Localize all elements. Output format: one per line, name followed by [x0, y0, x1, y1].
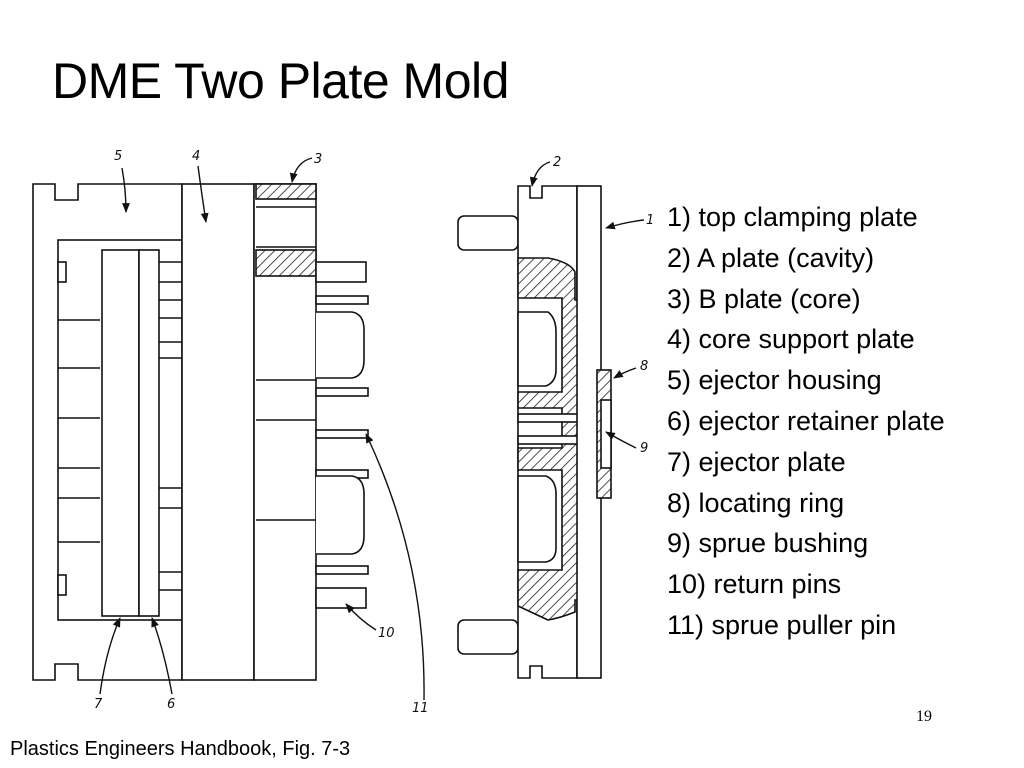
b-plate-left-view	[253, 183, 317, 681]
callout-2: 2	[553, 155, 561, 170]
legend-item: 6) ejector retainer plate	[667, 405, 945, 436]
legend-item: 7) ejector plate	[667, 446, 846, 477]
legend-item: 11) sprue puller pin	[667, 609, 897, 640]
page-number: 19	[916, 708, 932, 725]
legend-item: 8) locating ring	[667, 487, 845, 518]
callout-5: 5	[114, 149, 122, 164]
callout-1: 1	[646, 213, 654, 228]
legend-item: 2) A plate (cavity)	[667, 242, 875, 273]
callout-9: 9	[640, 441, 648, 456]
callout-numbers: 5 4 3 2 1 8 9 10 11 7 6	[94, 149, 654, 716]
parts-legend: 1) top clamping plate 2) A plate (cavity…	[667, 197, 945, 646]
ejector-plates-left-view	[101, 249, 182, 617]
pins-left-view	[315, 261, 369, 609]
callout-3: 3	[314, 152, 322, 167]
legend-item: 3) B plate (core)	[667, 283, 861, 314]
callout-10: 10	[378, 626, 395, 641]
slide-title: DME Two Plate Mold	[52, 53, 509, 109]
legend-item: 5) ejector housing	[667, 365, 882, 396]
callout-6: 6	[167, 697, 175, 712]
callout-leaders	[99, 157, 645, 701]
core-support-plate-left-view	[181, 183, 255, 681]
legend-item: 9) sprue bushing	[667, 528, 869, 559]
legend-item: 1) top clamping plate	[667, 202, 918, 232]
figure-caption: Plastics Engineers Handbook, Fig. 7-3	[10, 738, 351, 760]
legend-item: 4) core support plate	[667, 324, 915, 355]
callout-4: 4	[192, 149, 200, 164]
callout-7: 7	[94, 697, 103, 712]
callout-8: 8	[640, 359, 648, 374]
legend-item: 10) return pins	[667, 569, 842, 600]
callout-11: 11	[412, 701, 429, 716]
